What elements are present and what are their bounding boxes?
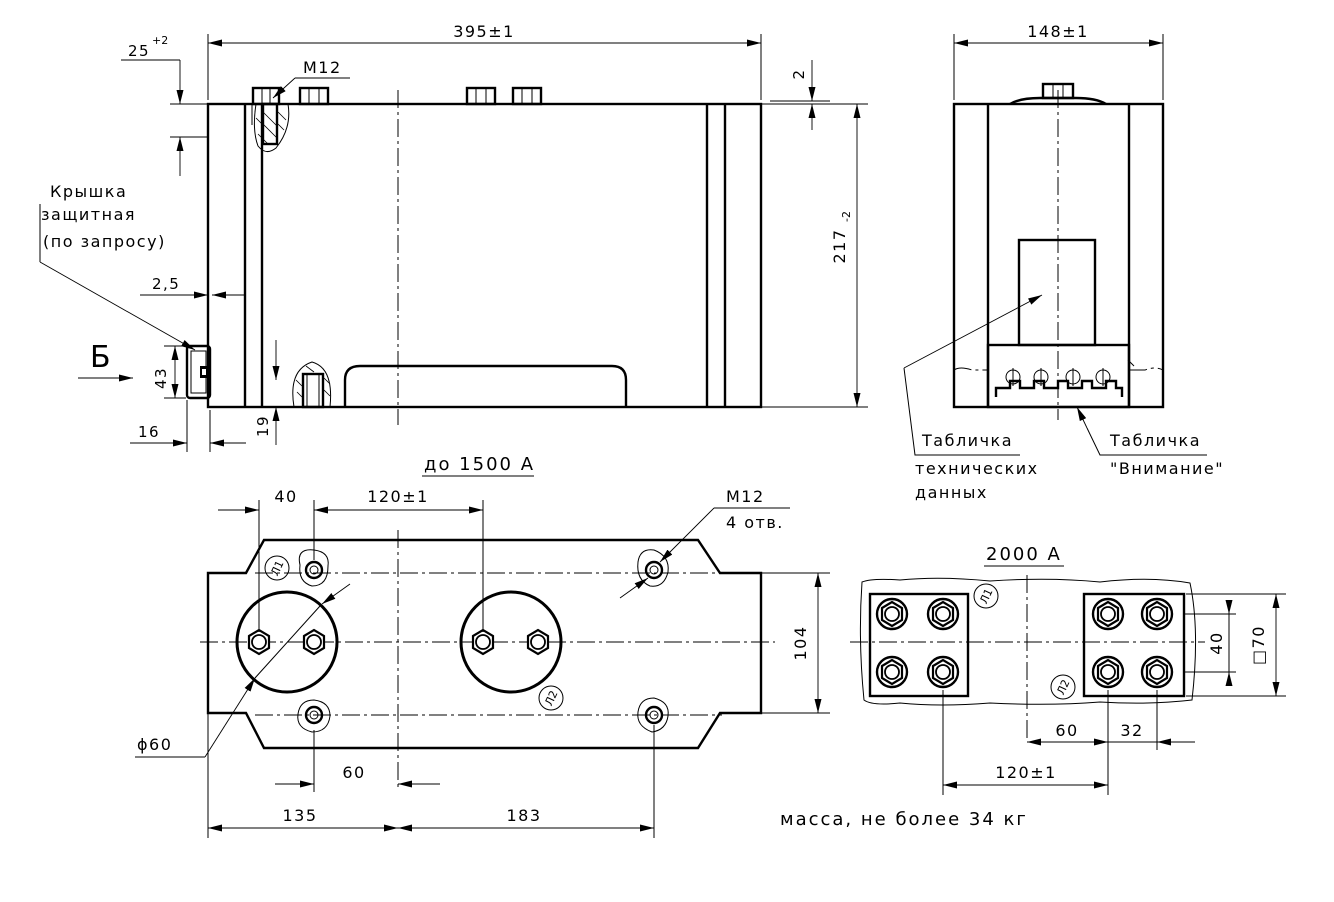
top-view: до 1500 А Л1 Л2: [135, 454, 830, 838]
protective-cover: [185, 344, 212, 400]
side-view: 148±1 Табличка технических данных Таблич…: [903, 22, 1224, 502]
dim-cover-depth: 16: [138, 423, 160, 441]
side-dim-width-148: 148±1: [1027, 22, 1089, 41]
cover-label-line1: Крышка: [50, 182, 127, 201]
variant-dim-40: 40: [1207, 631, 1226, 654]
hole-count: 4 отв.: [726, 513, 784, 532]
plate-tech-label-line1: Табличка: [921, 431, 1013, 450]
top-terminal-l2: Л2: [542, 689, 560, 708]
top-dim-diameter: ϕ60: [137, 735, 172, 754]
busbar-contour: [859, 577, 1197, 706]
dim-25: 25: [128, 42, 150, 60]
variant-dim-60: 60: [1055, 721, 1078, 740]
plate-tech-label-line2: технических: [915, 459, 1039, 478]
variant-dim-120: 120±1: [995, 763, 1057, 782]
dim-bottom-19: 19: [254, 415, 272, 437]
view-letter-b: Б: [90, 340, 111, 375]
cover-label-line2: защитная: [41, 205, 136, 224]
dim-gap-2: 2: [790, 68, 808, 79]
variant-terminal-l1: Л1: [977, 587, 995, 606]
dim-height-217: 217: [830, 228, 849, 263]
dim-25-tolerance: +2: [152, 34, 168, 47]
front-view: 395±1 25 +2 М12 2 217 -2 Крышка защитная…: [39, 22, 868, 452]
top-dim-60: 60: [342, 763, 365, 782]
thread-label-m12: М12: [303, 58, 342, 77]
top-terminal-nuts: [251, 86, 543, 106]
busbar-bolts: [875, 597, 1174, 689]
plate-warning-label-line2: "Внимание": [1110, 459, 1224, 478]
hole-label-m12: М12: [726, 487, 765, 506]
variant-terminal-l2: Л2: [1054, 678, 1072, 697]
top-dim-104: 104: [791, 625, 810, 660]
top-dim-183: 183: [506, 806, 541, 825]
top-dim-40: 40: [274, 487, 297, 506]
tech-data-plate: [1017, 238, 1097, 347]
dim-cover-height: 43: [152, 367, 170, 389]
top-terminal-l1: Л1: [268, 559, 286, 578]
top-dim-135: 135: [282, 806, 317, 825]
mass-note: масса, не более 34 кг: [780, 809, 1028, 830]
dim-width-395: 395±1: [453, 22, 515, 41]
plate-tech-label-line3: данных: [915, 483, 988, 502]
housing-outline: [206, 102, 763, 409]
cover-label-line3: (по запросу): [43, 232, 166, 251]
plate-warning-label-line1: Табличка: [1109, 431, 1201, 450]
variant-title: 2000 А: [986, 544, 1062, 565]
variant-dim-32: 32: [1120, 721, 1143, 740]
top-dim-120: 120±1: [367, 487, 429, 506]
top-view-title: до 1500 А: [424, 454, 535, 475]
variant-dim-70: □70: [1249, 625, 1268, 665]
dim-height-tolerance: -2: [840, 211, 853, 222]
variant-2000a: 2000 А Л1 Л2 40 □70: [850, 544, 1286, 795]
dim-cover-gap: 2,5: [152, 275, 180, 293]
